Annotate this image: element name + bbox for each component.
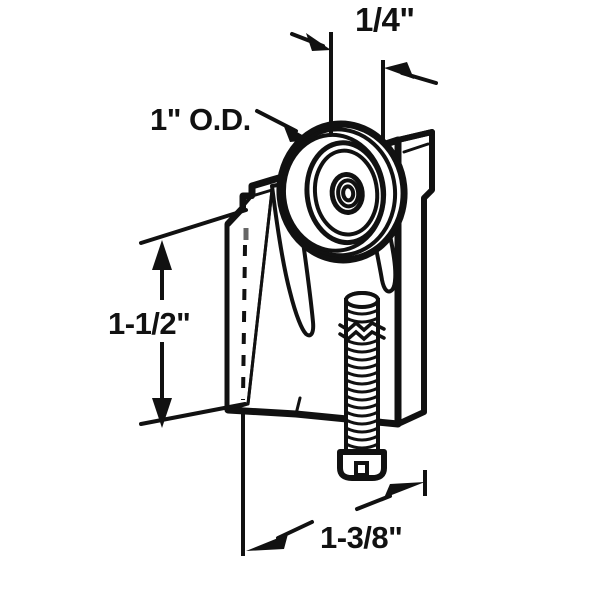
dim-label-quarter: 1/4"	[355, 1, 415, 38]
arrow-width-left-head	[246, 534, 288, 551]
adjustment-screw	[337, 291, 387, 481]
dimension-wheel-thickness: 1/4"	[290, 1, 438, 140]
arrow-width-right-shaft	[355, 494, 392, 511]
dimension-bracket-width: 1-3/8"	[241, 412, 427, 556]
dimension-bracket-height: 1-1/2"	[104, 208, 248, 428]
ext-line-height-bottom	[139, 402, 247, 426]
bracket-fold-crease-left	[246, 188, 274, 406]
bracket-bottom-fold-tick	[294, 396, 302, 416]
arrow-quarter-right-head	[384, 62, 414, 79]
wheel-hub-face-inner	[312, 148, 380, 237]
arrow-quarter-left-head	[306, 33, 331, 51]
arrow-height-up	[152, 240, 172, 270]
ext-line-height-top	[139, 208, 248, 245]
wheel-axle-hole	[341, 184, 356, 203]
arrow-width-right-head	[384, 482, 425, 498]
screw-break-symbol	[338, 320, 386, 342]
pulley-wheel	[276, 120, 408, 264]
bracket-notch-inner-line	[402, 142, 430, 154]
dim-label-height: 1-1/2"	[108, 306, 190, 341]
dim-label-width: 1-3/8"	[320, 520, 402, 555]
screw-threads	[345, 308, 379, 450]
leader-od-shaft	[255, 109, 298, 133]
screw-head-slot	[354, 461, 369, 477]
dim-label-height-mask	[104, 300, 222, 342]
dimension-wheel-diameter: 1" O.D.	[150, 102, 311, 142]
leader-od-arrowhead	[283, 124, 311, 142]
arrow-width-left-shaft	[276, 520, 314, 540]
bracket-top-notch	[395, 129, 435, 143]
arrow-height-down	[152, 398, 172, 428]
dim-label-od: 1" O.D.	[150, 102, 251, 137]
bracket-hidden-line	[241, 244, 247, 401]
screw-shaft-top-ellipse	[344, 291, 380, 309]
